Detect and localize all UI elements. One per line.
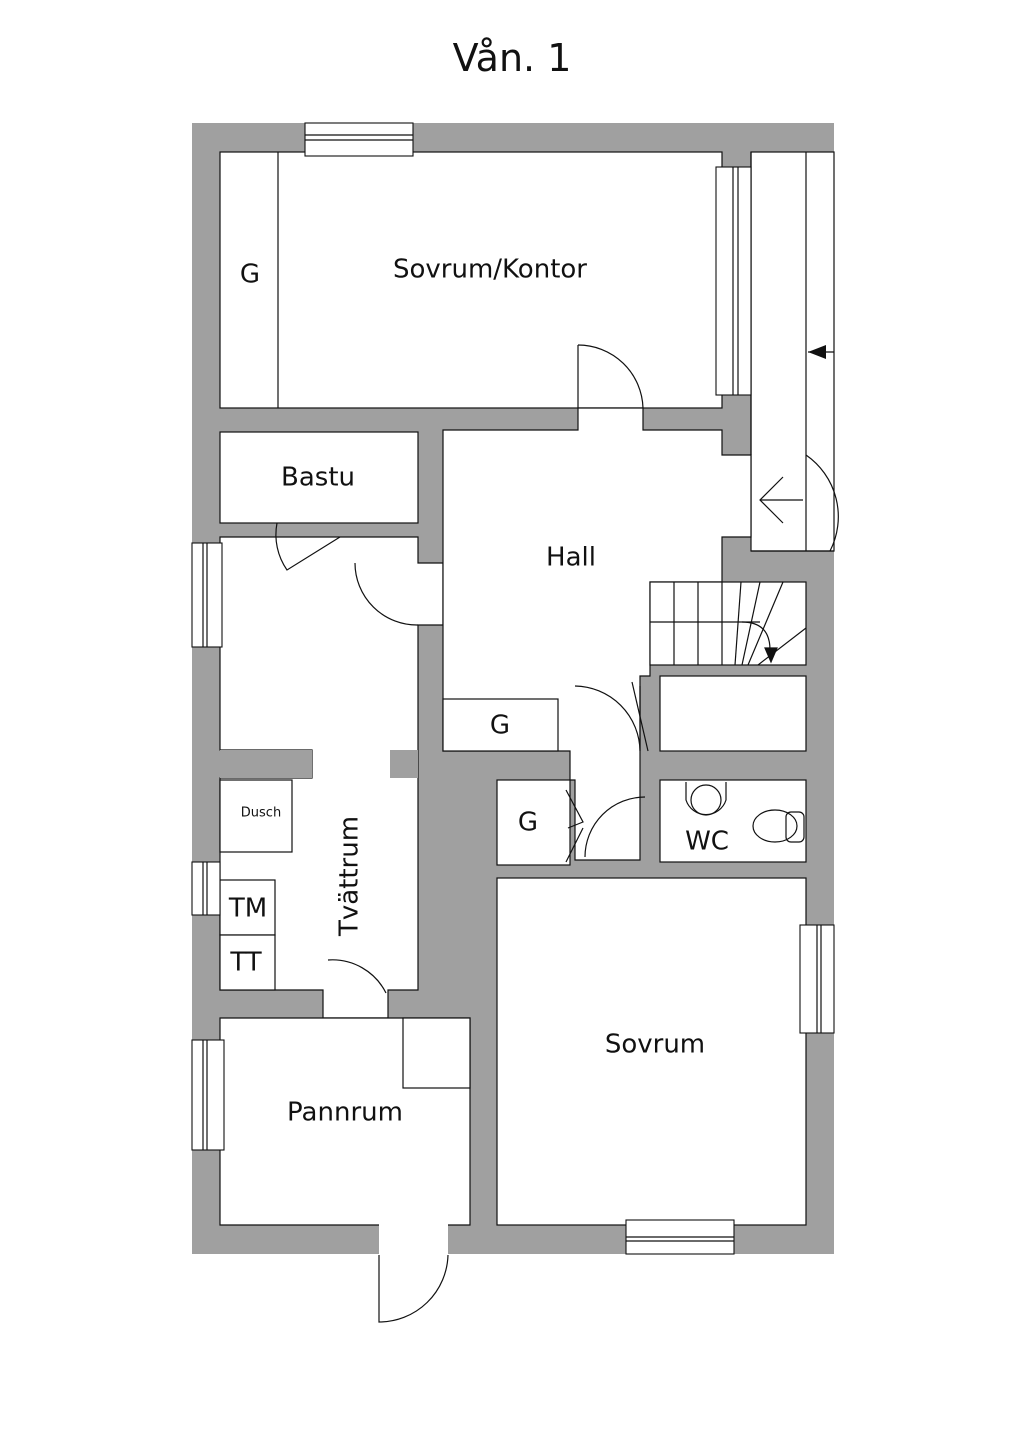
label-tvattrum: Tvättrum <box>335 816 365 937</box>
toilet-icon <box>752 809 805 843</box>
closet-under-stairs <box>659 675 807 752</box>
floor-title: Vån. 1 <box>452 36 572 80</box>
label-sovrum: Sovrum <box>605 1030 705 1060</box>
entry-arrow-icon <box>759 345 834 524</box>
label-pannrum: Pannrum <box>287 1098 403 1128</box>
tt-unit <box>219 934 276 991</box>
room-bastu <box>219 431 419 524</box>
pannrum-box <box>402 1017 471 1089</box>
room-wc <box>659 779 807 863</box>
stair-steps <box>650 581 807 666</box>
tm-unit <box>219 879 276 936</box>
stairs <box>649 581 807 666</box>
label-g-top: G <box>240 260 260 290</box>
label-tm: TM <box>228 894 267 924</box>
label-dusch: Dusch <box>241 806 281 821</box>
label-g-hall: G <box>490 711 510 741</box>
label-hall: Hall <box>546 543 596 573</box>
room-sovrum-kontor <box>219 151 723 409</box>
g-closet-hall <box>442 698 559 752</box>
sink-icon <box>685 782 727 816</box>
label-wc: WC <box>685 827 729 857</box>
label-tt: TT <box>229 948 261 978</box>
label-bastu: Bastu <box>281 463 355 493</box>
label-sovrum-kontor: Sovrum/Kontor <box>393 255 587 285</box>
windows <box>191 122 835 1255</box>
g-closet-small <box>496 779 571 866</box>
room-sovrum <box>496 877 807 1226</box>
doors <box>275 344 839 1323</box>
dusch-area <box>219 779 293 853</box>
label-g-small: G <box>518 808 538 838</box>
